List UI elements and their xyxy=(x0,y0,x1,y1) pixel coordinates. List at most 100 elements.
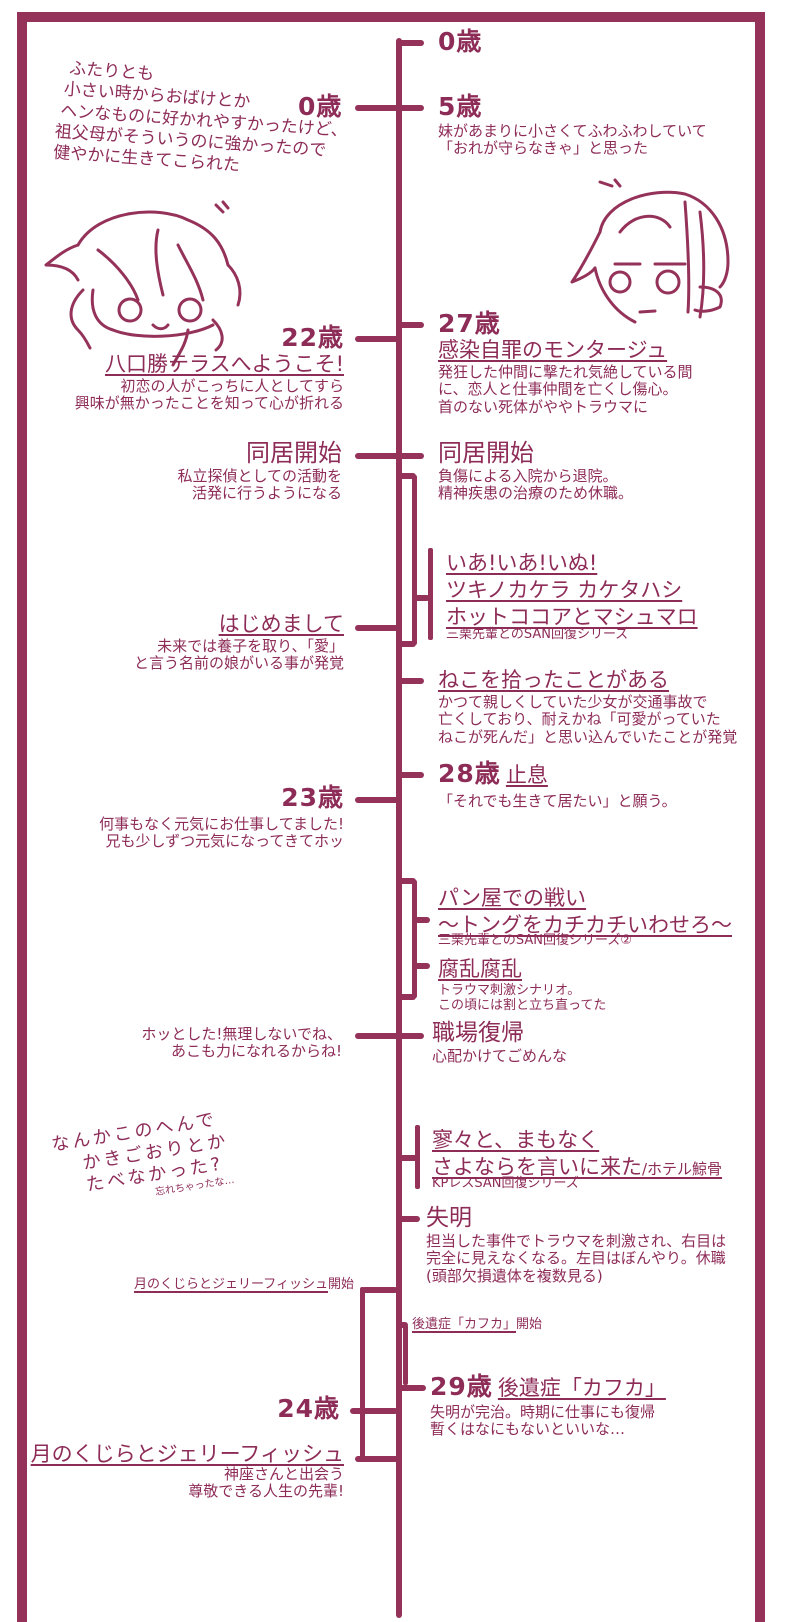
scenario-montage-title: 感染自罪のモンタージュ xyxy=(438,338,668,362)
moon-start-title: 月のくじらとジェリーフィッシュ xyxy=(134,1277,328,1292)
scenario-iaia: いあ!いあ!いぬ! xyxy=(446,551,598,575)
welcome-desc-line: 初恋の人がこっちに人としてすら xyxy=(120,377,344,395)
tick-left-23 xyxy=(355,797,399,803)
girl-face-drawing xyxy=(44,200,242,367)
fuuran-desc-line: この頃には割と立ち直ってた xyxy=(438,997,607,1013)
tick-left-22 xyxy=(355,336,399,342)
moon-start-suffix: 開始 xyxy=(327,1277,354,1292)
scenario-tsukinokakera: ツキノカケラ カケタハシ xyxy=(446,577,683,602)
bakery-note: 三栗先輩とのSAN回復シリーズ② xyxy=(438,933,632,948)
right-cohabit-line: 負傷による入院から退院。 xyxy=(438,467,618,485)
welcome-desc: 初恋の人がこっちに人としてすら 興味が無かったことを知って心が折れる xyxy=(74,377,344,413)
kafka-start-label: 後遺症「カフカ」開始 xyxy=(412,1317,543,1333)
tick-right-blind xyxy=(396,1216,420,1222)
tick-left-hajime xyxy=(355,625,399,631)
hotel-title: 寥々と、まもなく さよならを言いに来た/ホテル鯨骨 xyxy=(432,1127,722,1182)
cat-desc-line: かつて親しくしていた少女が交通事故で xyxy=(438,693,708,711)
tick-right-5 xyxy=(396,105,424,111)
kafka-start-suffix: 開始 xyxy=(516,1317,543,1332)
hajimemashite-line: と言う名前の娘がいる事が発覚 xyxy=(133,654,344,673)
montage-desc-line: に、恋人と仕事仲間を亡くし傷心。 xyxy=(438,380,678,399)
right-age-28: 28歳 xyxy=(438,759,501,788)
left-age-0: 0歳 xyxy=(298,92,343,121)
bracket-bottom xyxy=(396,641,416,647)
brace-san-series xyxy=(428,548,433,640)
bracket-bakery xyxy=(412,880,417,998)
moon-desc: 神座さんと出会う 尊敬できる人生の先輩! xyxy=(188,1465,344,1501)
bracket-bakery-t1 xyxy=(412,917,430,923)
bracket-san-link xyxy=(412,595,430,601)
kafka-desc: 失明が完治。時期に仕事にも復帰 暫くはなにもないといいな… xyxy=(430,1403,656,1439)
tick-left-cohabit xyxy=(355,453,399,459)
age28-desc: 「それでも生きて居たい」と願う。 xyxy=(438,792,677,810)
relief-note: ホッとした!無理しないでね、 あこも力になれるからね! xyxy=(141,1025,342,1061)
cat-desc: かつて親しくしていた少女が交通事故で 亡くしており、耐えかね「可愛がっていた ね… xyxy=(438,693,738,746)
hotel-suffix: /ホテル鯨骨 xyxy=(642,1160,723,1179)
left-cohabit-desc: 私立探偵としての活動を 活発に行うようになる xyxy=(177,467,342,503)
montage-desc: 発狂した仲間に撃たれ気絶している間 に、恋人と仕事仲間を亡くし傷心。 首のない死… xyxy=(438,363,693,416)
hajimemashite-title: はじめまして xyxy=(218,612,344,636)
left-age-24: 24歳 xyxy=(277,1394,340,1423)
san-series-note: 三栗先輩とのSAN回復シリーズ xyxy=(446,627,629,642)
tick-right-cat xyxy=(396,678,424,684)
boy-face-drawing xyxy=(570,178,730,324)
montage-desc-line: 首のない死体がややトラウマに xyxy=(438,397,649,416)
scenario-welcome-title: 八口勝テラスへようこそ! xyxy=(105,352,344,376)
cat-desc-line: ねこが死んだ」と思い込んでいたことが発覚 xyxy=(438,727,738,746)
hajimemashite-desc: 未来では養子を取り、「愛」 と言う名前の娘がいる事が発覚 xyxy=(133,637,344,673)
age23-desc-line: 兄も少しずつ元気になってきてホッ xyxy=(105,832,344,851)
scenario-stop-breath: 止息 xyxy=(505,763,548,787)
age29-row: 29歳 後遺症「カフカ」 xyxy=(430,1372,666,1402)
tick-left-24 xyxy=(350,1408,398,1414)
bracket-kafka xyxy=(403,1325,408,1385)
tick-right-return xyxy=(396,1033,424,1039)
cat-title: ねこを拾ったことがある xyxy=(438,668,669,692)
scenario-hotcocoa: ホットココアとマシュマロ xyxy=(446,604,698,629)
hotel-title-line: さよならを言いに来た xyxy=(432,1155,642,1180)
relief-line: ホッとした!無理しないでね、 xyxy=(141,1025,342,1043)
age5-desc: 妹があまりに小さくてふわふわしていて 「おれが守らなきゃ」と思った xyxy=(438,122,707,158)
bracket-top xyxy=(396,473,416,479)
timeline-spine xyxy=(396,38,402,1618)
san-series-list: いあ!いあ!いぬ! ツキノカケラ カケタハシ ホットココアとマシュマロ xyxy=(446,550,698,631)
left-cohabit-line: 活発に行うようになる xyxy=(191,484,342,503)
age23-desc: 何事もなく元気にお仕事してました! 兄も少しずつ元気になってきてホッ xyxy=(99,815,344,851)
right-age-27: 27歳 xyxy=(438,309,501,338)
blind-desc-line: (頭部欠損遺体を複数見る) xyxy=(426,1266,603,1285)
bracket-bakery-top xyxy=(396,878,416,884)
blind-title: 失明 xyxy=(426,1205,472,1231)
moon-start-label: 月のくじらとジェリーフィッシュ開始 xyxy=(134,1277,354,1293)
age28-row: 28歳 止息 xyxy=(438,759,548,789)
tick-right-28 xyxy=(396,772,424,778)
kafka-desc-line: 失明が完治。時期に仕事にも復帰 xyxy=(430,1403,656,1421)
right-age-29: 29歳 xyxy=(430,1372,493,1401)
kafka-start-title: 後遺症「カフカ」 xyxy=(412,1317,517,1332)
left-age-22: 22歳 xyxy=(281,323,344,352)
page-frame xyxy=(17,12,765,1622)
left-age-23: 23歳 xyxy=(281,783,344,812)
right-age-5: 5歳 xyxy=(438,92,483,121)
tick-right-27 xyxy=(396,322,424,328)
welcome-desc-line: 興味が無かったことを知って心が折れる xyxy=(74,394,344,413)
relief-line: あこも力になれるからね! xyxy=(170,1042,342,1061)
fuuran-desc: トラウマ刺激シナリオ。 この頃には割と立ち直ってた xyxy=(438,983,607,1014)
hotel-note: KPレスSAN回復シリーズ xyxy=(432,1176,579,1191)
return-desc: 心配かけてごめんな xyxy=(432,1047,568,1065)
cat-desc-line: 亡くしており、耐えかね「可愛がっていた xyxy=(438,710,721,729)
bracket-kafka-top xyxy=(396,1322,408,1328)
left-cohabit-title: 同居開始 xyxy=(246,439,342,467)
tick-left-relief xyxy=(355,1033,399,1039)
age5-desc-line: 妹があまりに小さくてふわふわしていて xyxy=(438,122,707,140)
moon-desc-line: 神座さんと出会う xyxy=(223,1465,344,1483)
blind-desc-line: 完全に見えなくなる。左目はぼんやり。休職 xyxy=(426,1249,726,1268)
bracket-moon xyxy=(360,1287,365,1459)
fuuran-title: 腐乱腐乱 xyxy=(438,957,522,981)
moon-desc-line: 尊敬できる人生の先輩! xyxy=(188,1482,344,1501)
hajimemashite-line: 未来では養子を取り、「愛」 xyxy=(157,637,344,655)
bracket-bakery-bottom xyxy=(396,994,416,1000)
tick-left-moon-start xyxy=(362,1287,398,1293)
return-title: 職場復帰 xyxy=(432,1020,524,1046)
bracket-bakery-t2 xyxy=(412,963,430,969)
bakery-title-line: 〜トングをカチカチいわせろ〜 xyxy=(438,913,732,938)
right-age-0: 0歳 xyxy=(438,27,483,56)
